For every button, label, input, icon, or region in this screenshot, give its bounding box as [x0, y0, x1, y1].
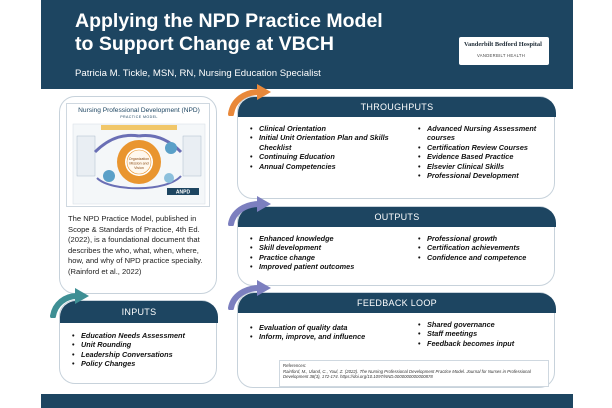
list-item: Education Needs Assessment [72, 331, 212, 341]
list-item: Initial Unit Orientation Plan and Skills… [250, 133, 398, 152]
list-item: Improved patient outcomes [250, 262, 410, 272]
inputs-heading: INPUTS [60, 301, 218, 323]
list-item: Inform, improve, and influence [250, 332, 410, 342]
list-item: Skill development [250, 243, 410, 253]
list-item: Certification Review Courses [418, 143, 550, 153]
list-item: Enhanced knowledge [250, 234, 410, 244]
references-label: References: [283, 363, 307, 368]
inputs-list: Education Needs Assessment Unit Rounding… [72, 331, 212, 369]
poster-title: Applying the NPD Practice Model to Suppo… [75, 10, 383, 56]
list-item: Unit Rounding [72, 340, 212, 350]
feedback-arrow-icon [228, 280, 271, 310]
references-box: References: Rainford, M., Uland, C., You… [279, 360, 549, 387]
list-item: Advanced Nursing Assessment courses [418, 124, 550, 143]
list-item: Feedback becomes input [418, 339, 552, 349]
logo-name: Vanderbilt Bedford Hospital [464, 41, 542, 48]
model-brand: ANPD [176, 190, 191, 196]
model-description: The NPD Practice Model, published in Sco… [68, 214, 203, 276]
list-item: Leadership Conversations [72, 350, 212, 360]
list-item: Clinical Orientation [250, 124, 398, 134]
model-image-subtitle: PRACTICE MODEL [120, 115, 158, 119]
throughputs-section: THROUGHPUTS Clinical Orientation Initial… [237, 96, 556, 199]
throughputs-list-right: Advanced Nursing Assessment courses Cert… [418, 124, 550, 181]
list-item: Confidence and competence [418, 253, 552, 263]
title-line-2: to Support Change at VBCH [75, 33, 334, 55]
npd-model-image: Nursing Professional Development (NPD) P… [66, 103, 210, 207]
hospital-logo: Vanderbilt Bedford Hospital VANDERBILT H… [459, 37, 549, 65]
outputs-list-left: Enhanced knowledge Skill development Pra… [250, 234, 410, 272]
model-image-title: Nursing Professional Development (NPD) [78, 107, 200, 114]
list-item: Continuing Education [250, 152, 398, 162]
poster: Applying the NPD Practice Model to Suppo… [41, 0, 573, 408]
list-item: Shared governance [418, 320, 552, 330]
list-item: Evaluation of quality data [250, 323, 410, 333]
inputs-section: INPUTS Education Needs Assessment Unit R… [59, 300, 218, 384]
author-line: Patricia M. Tickle, MSN, RN, Nursing Edu… [75, 68, 321, 79]
outputs-arrow-icon [228, 196, 271, 226]
poster-footer [41, 394, 573, 408]
references-text: Rainford, M., Uland, C., Youl, Z. (2022)… [283, 368, 531, 380]
npd-model-diagram: Organization Mission and Vision ANPD [72, 123, 206, 205]
list-item: Policy Changes [72, 359, 212, 369]
feedback-heading: FEEDBACK LOOP [238, 293, 556, 313]
title-line-1: Applying the NPD Practice Model [75, 10, 383, 32]
svg-text:Organization: Organization [129, 157, 149, 161]
gear-icon [117, 140, 161, 184]
throughputs-arrow-icon [228, 84, 271, 116]
logo-subtitle: VANDERBILT HEALTH [477, 53, 526, 58]
svg-text:Vision: Vision [134, 166, 144, 170]
list-item: Staff meetings [418, 329, 552, 339]
list-item: Professional growth [418, 234, 552, 244]
outputs-section: OUTPUTS Enhanced knowledge Skill develop… [237, 206, 556, 286]
list-item: Professional Development [418, 171, 550, 181]
list-item: Elsevier Clinical Skills [418, 162, 550, 172]
throughputs-list-left: Clinical Orientation Initial Unit Orient… [250, 124, 398, 171]
svg-text:Mission and: Mission and [129, 162, 148, 166]
list-item: Annual Competencies [250, 162, 398, 172]
list-item: Evidence Based Practice [418, 152, 550, 162]
inputs-arrow-icon [50, 288, 89, 318]
outputs-list-right: Professional growth Certification achiev… [418, 234, 552, 263]
throughputs-heading: THROUGHPUTS [238, 97, 556, 117]
feedback-list-left: Evaluation of quality data Inform, impro… [250, 323, 410, 342]
outputs-heading: OUTPUTS [238, 207, 556, 227]
list-item: Practice change [250, 253, 410, 263]
model-description-card: Nursing Professional Development (NPD) P… [59, 96, 217, 294]
list-item: Certification achievements [418, 243, 552, 253]
poster-header: Applying the NPD Practice Model to Suppo… [41, 0, 573, 89]
feedback-list-right: Shared governance Staff meetings Feedbac… [418, 320, 552, 349]
